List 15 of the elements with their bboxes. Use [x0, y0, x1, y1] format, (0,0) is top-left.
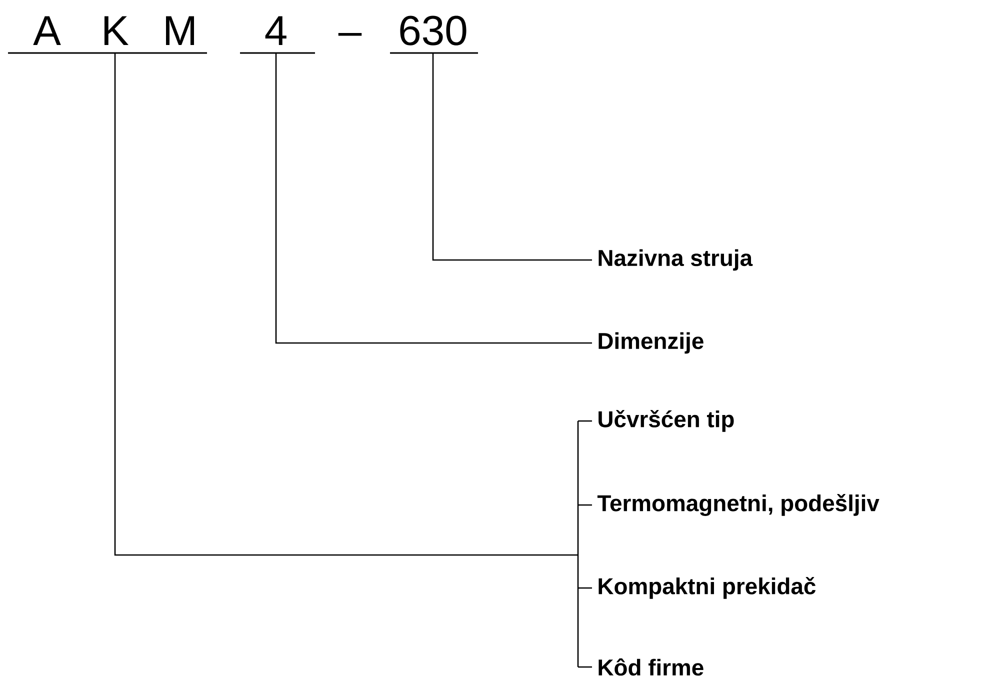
code-character: M: [166, 16, 194, 45]
code-character: 4: [265, 16, 286, 45]
leader-label: Kompaktni prekidač: [598, 577, 816, 599]
leader-line: [275, 53, 592, 344]
leader-label: Kôd firme: [598, 658, 704, 676]
code-character: K: [104, 16, 128, 45]
code-separator: –: [338, 32, 362, 36]
code-character: A: [33, 16, 61, 45]
leader-label: Termomagnetni, podešljiv: [597, 494, 880, 516]
code-character: 630: [400, 16, 466, 46]
leader-line: [114, 52, 593, 668]
leader-label: Dimenzije: [598, 332, 704, 354]
leader-line: [432, 53, 592, 261]
leader-label: Nazivna struja: [598, 249, 753, 271]
leader-label: Učvršćen tip: [598, 410, 734, 432]
